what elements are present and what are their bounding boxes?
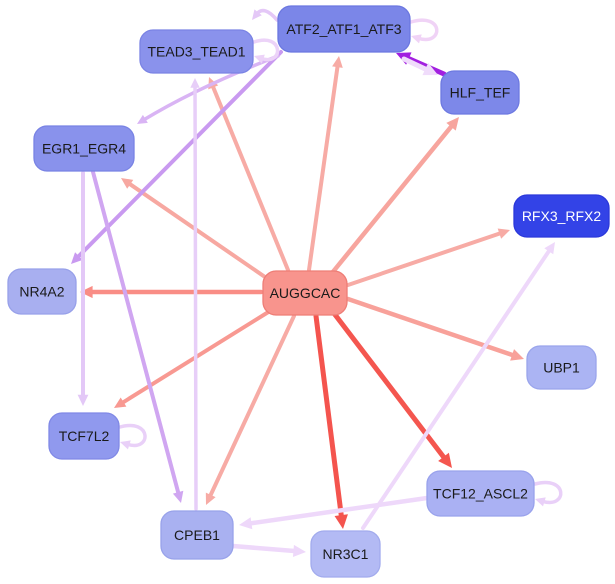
- node-EGR1_EGR4[interactable]: EGR1_EGR4: [33, 125, 135, 172]
- arrowhead: [411, 34, 422, 44]
- node-shape[interactable]: [426, 470, 535, 517]
- node-NR4A2[interactable]: NR4A2: [7, 268, 77, 315]
- arrowhead: [172, 490, 184, 503]
- node-label: RFX3_RFX2: [522, 208, 602, 224]
- arrowhead: [497, 228, 510, 239]
- arrowhead: [254, 54, 265, 64]
- edge-ATF2_ATF1_ATF3-HLF_TEF: [401, 56, 438, 76]
- edge-CPEB1-NR3C1: [230, 543, 306, 558]
- edge-TCF7L2-TCF7L2: [118, 423, 147, 450]
- node-shape[interactable]: [277, 5, 411, 53]
- edge-AUGGCAC-ATF2_ATF1_ATF3: [307, 56, 343, 272]
- node-shape[interactable]: [160, 510, 234, 560]
- node-label: ATF2_ATF1_ATF3: [286, 21, 401, 37]
- arrowhead: [438, 452, 452, 468]
- edge-EGR1_EGR4-CPEB1: [91, 170, 184, 503]
- arrowhead: [239, 517, 253, 530]
- edge-ATF2_ATF1_ATF3-EGR1_EGR4: [137, 54, 280, 124]
- edge-TCF12_ASCL2-TCF12_ASCL2: [533, 480, 563, 507]
- node-label: AUGGCAC: [270, 285, 341, 301]
- node-UBP1[interactable]: UBP1: [526, 345, 597, 390]
- edge-AUGGCAC-TCF12_ASCL2: [330, 309, 452, 468]
- node-label: TCF12_ASCL2: [433, 486, 528, 502]
- edge-ATF2_ATF1_ATF3-ATF2_ATF1_ATF3: [409, 18, 439, 44]
- edge-ATF2_ATF1_ATF3-NR4A2: [71, 50, 283, 264]
- arrowhead: [77, 394, 89, 406]
- node-TCF12_ASCL2[interactable]: TCF12_ASCL2: [426, 470, 535, 517]
- node-shape[interactable]: [526, 345, 597, 390]
- arrowhead: [252, 9, 262, 20]
- node-label: NR3C1: [323, 546, 369, 562]
- arrowhead: [80, 285, 93, 299]
- node-RFX3_RFX2[interactable]: RFX3_RFX2: [513, 194, 610, 238]
- edge-TEAD3_TEAD1-TEAD3_TEAD1: [252, 38, 280, 64]
- edges-layer: [71, 8, 563, 558]
- arrowhead: [544, 242, 555, 255]
- arrowhead: [190, 78, 200, 88]
- node-label: HLF_TEF: [450, 85, 511, 101]
- edge-CPEB1-TEAD3_TEAD1: [190, 78, 200, 511]
- node-label: CPEB1: [174, 527, 220, 543]
- arrowhead: [334, 514, 348, 529]
- arrowhead: [510, 349, 524, 361]
- edge-AUGGCAC-NR3C1: [313, 313, 348, 529]
- arrowhead: [422, 62, 438, 76]
- edge-TCF12_ASCL2-CPEB1: [239, 495, 430, 530]
- node-shape[interactable]: [262, 270, 348, 316]
- node-ATF2_ATF1_ATF3[interactable]: ATF2_ATF1_ATF3: [277, 5, 411, 53]
- edge-AUGGCAC-NR4A2: [80, 285, 264, 299]
- arrowhead: [114, 397, 127, 408]
- node-CPEB1[interactable]: CPEB1: [160, 510, 234, 560]
- node-NR3C1[interactable]: NR3C1: [310, 530, 381, 578]
- arrowhead: [205, 492, 216, 505]
- arrowhead: [137, 114, 148, 124]
- edge-AUGGCAC-HLF_TEF: [329, 117, 459, 276]
- node-label: TCF7L2: [59, 428, 110, 444]
- arrowhead: [120, 440, 131, 450]
- node-TCF7L2[interactable]: TCF7L2: [48, 412, 120, 460]
- node-shape[interactable]: [310, 530, 381, 578]
- node-shape[interactable]: [33, 125, 135, 172]
- arrowhead: [292, 544, 306, 558]
- node-label: NR4A2: [19, 284, 64, 300]
- node-shape[interactable]: [7, 268, 77, 315]
- edge-NR3C1-RFX3_RFX2: [361, 242, 555, 530]
- edge-AUGGCAC-TEAD3_TEAD1: [208, 77, 290, 272]
- node-label: TEAD3_TEAD1: [147, 44, 245, 60]
- edge-EGR1_EGR4-TCF7L2: [77, 171, 89, 406]
- edge-AUGGCAC-TCF7L2: [114, 309, 272, 408]
- node-HLF_TEF[interactable]: HLF_TEF: [440, 70, 520, 115]
- node-shape[interactable]: [513, 194, 610, 238]
- node-shape[interactable]: [440, 70, 520, 115]
- arrowhead: [71, 252, 83, 264]
- arrowhead: [446, 117, 459, 131]
- node-label: EGR1_EGR4: [42, 141, 126, 157]
- edge-AUGGCAC-CPEB1: [205, 314, 296, 505]
- arrowhead: [535, 497, 546, 507]
- node-AUGGCAC[interactable]: AUGGCAC: [262, 270, 348, 316]
- node-shape[interactable]: [48, 412, 120, 460]
- node-shape[interactable]: [139, 29, 254, 74]
- arrowhead: [332, 56, 343, 68]
- edge-ATF2_ATF1_ATF3-TEAD3_TEAD1: [252, 8, 279, 22]
- edge-HLF_TEF-ATF2_ATF1_ATF3: [396, 52, 447, 77]
- arrowhead: [121, 178, 134, 189]
- node-label: UBP1: [543, 360, 580, 376]
- edge-AUGGCAC-RFX3_RFX2: [346, 228, 510, 287]
- node-TEAD3_TEAD1[interactable]: TEAD3_TEAD1: [139, 29, 254, 74]
